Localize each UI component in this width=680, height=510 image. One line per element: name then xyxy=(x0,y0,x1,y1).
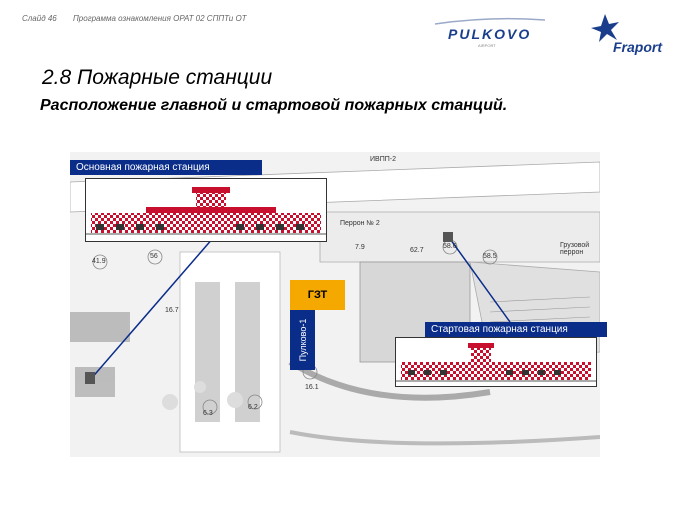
pulkovo1-label-text: Пулково-1 xyxy=(297,318,308,362)
main-station-building xyxy=(86,179,326,241)
start-station-label: Стартовая пожарная станция xyxy=(425,322,607,337)
apron-label: Перрон № 2 xyxy=(340,220,380,227)
pulkovo1-label: Пулково-1 xyxy=(290,310,315,370)
fraport-logo: Fraport xyxy=(591,14,663,55)
page-subtitle: Расположение главной и стартовой пожарны… xyxy=(40,97,508,114)
runway-label: ИВПП-2 xyxy=(370,156,396,163)
pulkovo-logo: PULKOVO AIRPORT xyxy=(434,17,546,48)
pulkovo-logo-text: PULKOVO xyxy=(448,26,531,42)
stand-number: 58.6 xyxy=(443,243,457,250)
cargo-apron-label: Грузовой перрон xyxy=(560,242,590,256)
start-station-marker xyxy=(443,232,453,242)
stand-number: 6.2 xyxy=(248,404,258,411)
slide-number: Слайд 46 xyxy=(22,14,57,23)
main-station-marker xyxy=(85,372,95,384)
main-station-pointer xyxy=(89,229,221,381)
stand-number: 16.1 xyxy=(305,384,319,391)
program-title: Программа ознакомления ОРАТ 02 СППТи ОТ xyxy=(72,14,247,23)
stand-number: 16.7 xyxy=(165,307,179,314)
gzt-label: ГЗТ xyxy=(290,280,345,310)
slide-header: Слайд 46 Программа ознакомления ОРАТ 02 … xyxy=(22,14,261,23)
start-station-building xyxy=(396,338,596,386)
stand-number: 62.7 xyxy=(410,247,424,254)
stand-number: 7.9 xyxy=(355,244,365,251)
page-title: 2.8 Пожарные станции xyxy=(42,66,273,89)
pulkovo-logo-subtext: AIRPORT xyxy=(478,43,496,48)
stand-number: 6.3 xyxy=(203,410,213,417)
main-station-photo xyxy=(85,178,327,242)
stand-number: 58.5 xyxy=(483,253,497,260)
stand-number: 41.9 xyxy=(92,258,106,265)
fraport-logo-text: Fraport xyxy=(613,39,663,55)
main-station-label: Основная пожарная станция xyxy=(70,160,262,175)
start-station-pointer xyxy=(447,235,511,323)
stand-number: 56 xyxy=(150,253,158,260)
start-station-photo xyxy=(395,337,597,387)
fraport-star-icon xyxy=(591,14,619,42)
